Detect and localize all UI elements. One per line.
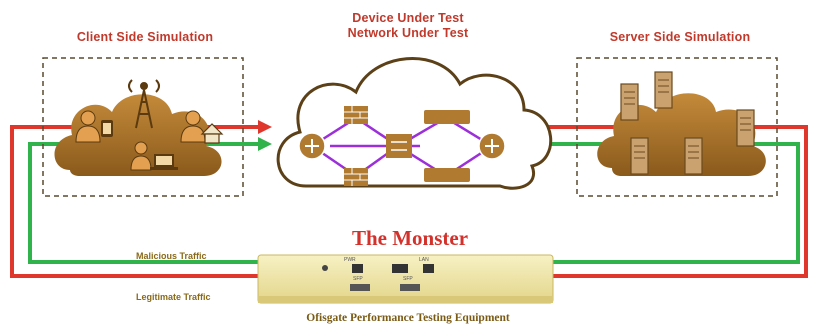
switch-icon (386, 134, 412, 158)
server-icon (424, 110, 470, 182)
port-label: SFP (403, 276, 413, 282)
malicious-traffic-label: Malicious Traffic (136, 251, 207, 261)
server-side-heading: Server Side Simulation (609, 30, 751, 44)
server-side-box (576, 57, 778, 197)
cell-tower-icon (128, 79, 160, 129)
dut-heading: Device Under Test (352, 11, 464, 25)
tablet-icon (101, 120, 113, 137)
server-icon (620, 71, 755, 175)
port-label: PWR (344, 257, 356, 263)
dut-cloud (276, 57, 553, 190)
house-icon (200, 123, 224, 144)
nut-heading: Network Under Test (347, 26, 469, 40)
router-icon (298, 132, 326, 160)
person-icon (130, 110, 206, 171)
port-label: LAN (419, 257, 429, 263)
laptop-icon (150, 154, 178, 170)
product-title: The Monster (351, 226, 469, 250)
client-cloud (54, 94, 222, 176)
client-side-heading: Client Side Simulation (76, 30, 214, 44)
product-caption: Ofisgate Performance Testing Equipment (306, 312, 510, 324)
person-icon (75, 110, 101, 143)
firewall-icon (344, 106, 368, 186)
port-label: SFP (353, 276, 363, 282)
monster-device (257, 254, 554, 304)
legitimate-traffic-label: Legitimate Traffic (136, 292, 211, 302)
router-icon (478, 132, 506, 160)
client-side-box (42, 57, 244, 197)
